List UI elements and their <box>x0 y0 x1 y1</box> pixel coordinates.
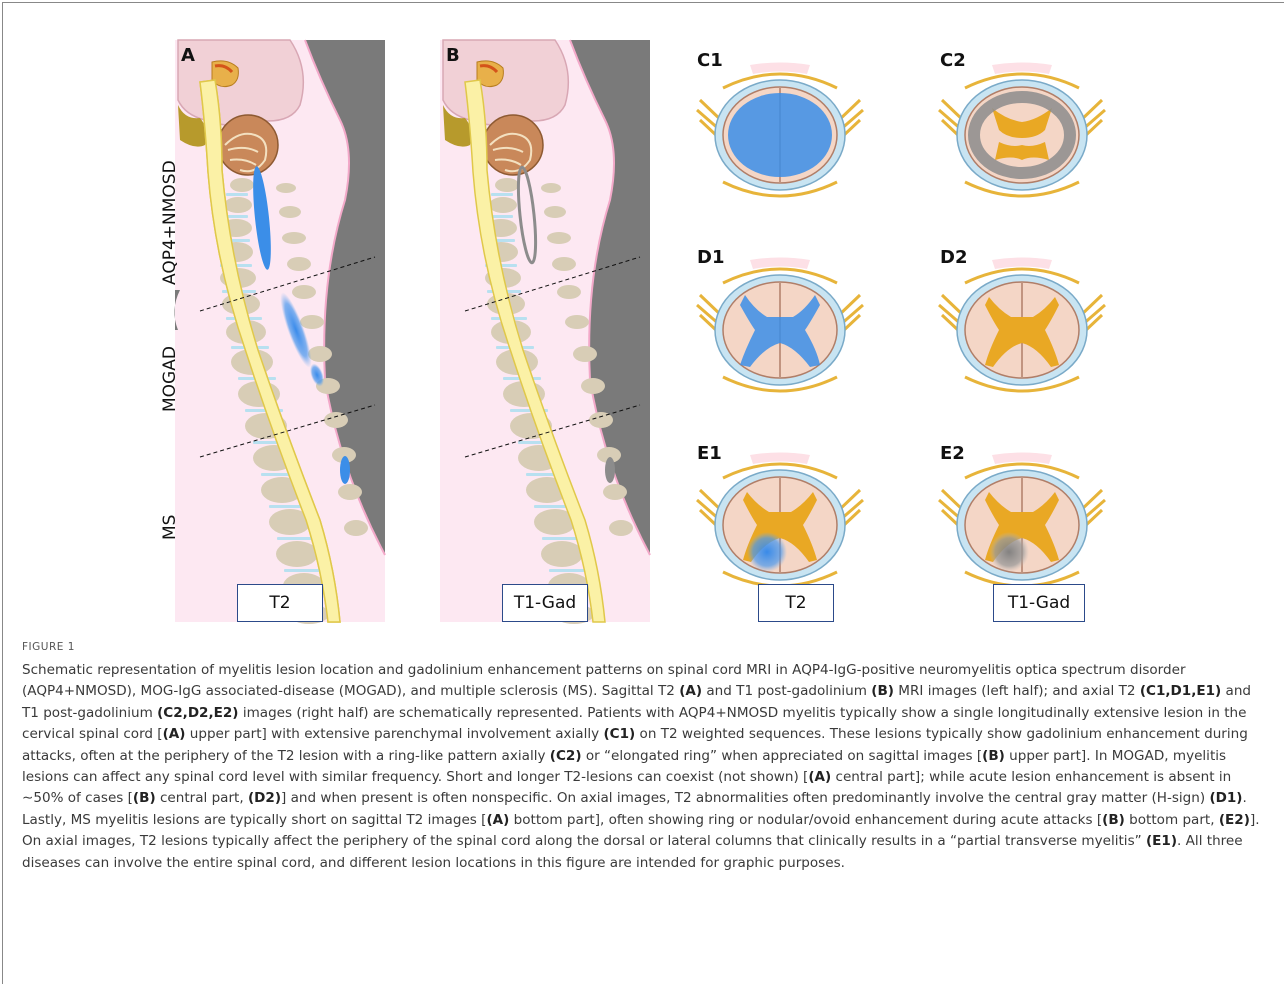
lesion-ms <box>340 456 350 484</box>
axial-d2 <box>937 255 1107 405</box>
caption-panel-ref: (C2) <box>550 748 582 764</box>
caption-panel-ref: (B) <box>133 790 156 806</box>
caption-panel-ref: (B) <box>871 683 894 699</box>
caption-text: central part, <box>156 790 248 806</box>
figure-caption: Schematic representation of myelitis les… <box>22 660 1272 874</box>
row-label-mogad: MOGAD <box>160 346 180 412</box>
caption-text: or “elongated ring” when appreciated on … <box>582 748 983 764</box>
sequence-label-t2-axial: T2 <box>758 584 834 622</box>
brain <box>178 40 303 125</box>
sagittal-panel-a <box>174 40 385 624</box>
caption-panel-ref: (B) <box>1102 812 1125 828</box>
axial-e1 <box>695 450 865 600</box>
caption-panel-ref: (A) <box>679 683 702 699</box>
caption-text: bottom part], often showing ring or nodu… <box>509 812 1102 828</box>
caption-panel-ref: (B) <box>982 748 1005 764</box>
caption-panel-ref: (E2) <box>1219 812 1250 828</box>
panel-label-b: B <box>446 45 460 66</box>
sequence-label-t2-sagittal: T2 <box>237 584 323 622</box>
caption-panel-ref: (E1) <box>1146 833 1177 849</box>
axial-d1 <box>695 255 865 405</box>
axial-c2 <box>937 60 1107 210</box>
caption-panel-ref: (A) <box>486 812 509 828</box>
sequence-label-t1gad-axial: T1-Gad <box>993 584 1085 622</box>
axial-e2 <box>937 450 1107 600</box>
row-label-aqp4-nmosd: AQP4+NMOSD <box>160 160 180 285</box>
cerebellum <box>218 115 278 175</box>
caption-panel-ref: (C1,D1,E1) <box>1140 683 1221 699</box>
row-label-ms: MS <box>160 515 180 540</box>
caption-text: MRI images (left half); and axial T2 <box>894 683 1140 699</box>
axial-c1 <box>695 60 865 210</box>
caption-panel-ref: (C1) <box>603 726 635 742</box>
caption-panel-ref: (A) <box>808 769 831 785</box>
sagittal-panel-b <box>440 40 650 624</box>
caption-text: ] and when present is often nonspecific.… <box>281 790 1209 806</box>
lesion-ms-enhancement <box>605 457 615 483</box>
caption-panel-ref: (A) <box>163 726 186 742</box>
caption-panel-ref: (D1) <box>1209 790 1242 806</box>
caption-text: upper part] with extensive parenchymal i… <box>185 726 603 742</box>
sequence-label-t1gad-sagittal: T1-Gad <box>502 584 588 622</box>
caption-panel-ref: (D2) <box>248 790 281 806</box>
caption-panel-ref: (C2,D2,E2) <box>157 705 238 721</box>
caption-text: bottom part, <box>1125 812 1219 828</box>
caption-text: and T1 post-gadolinium <box>702 683 871 699</box>
figure-caption-label: FIGURE 1 <box>22 641 75 653</box>
panel-label-a: A <box>181 45 195 66</box>
